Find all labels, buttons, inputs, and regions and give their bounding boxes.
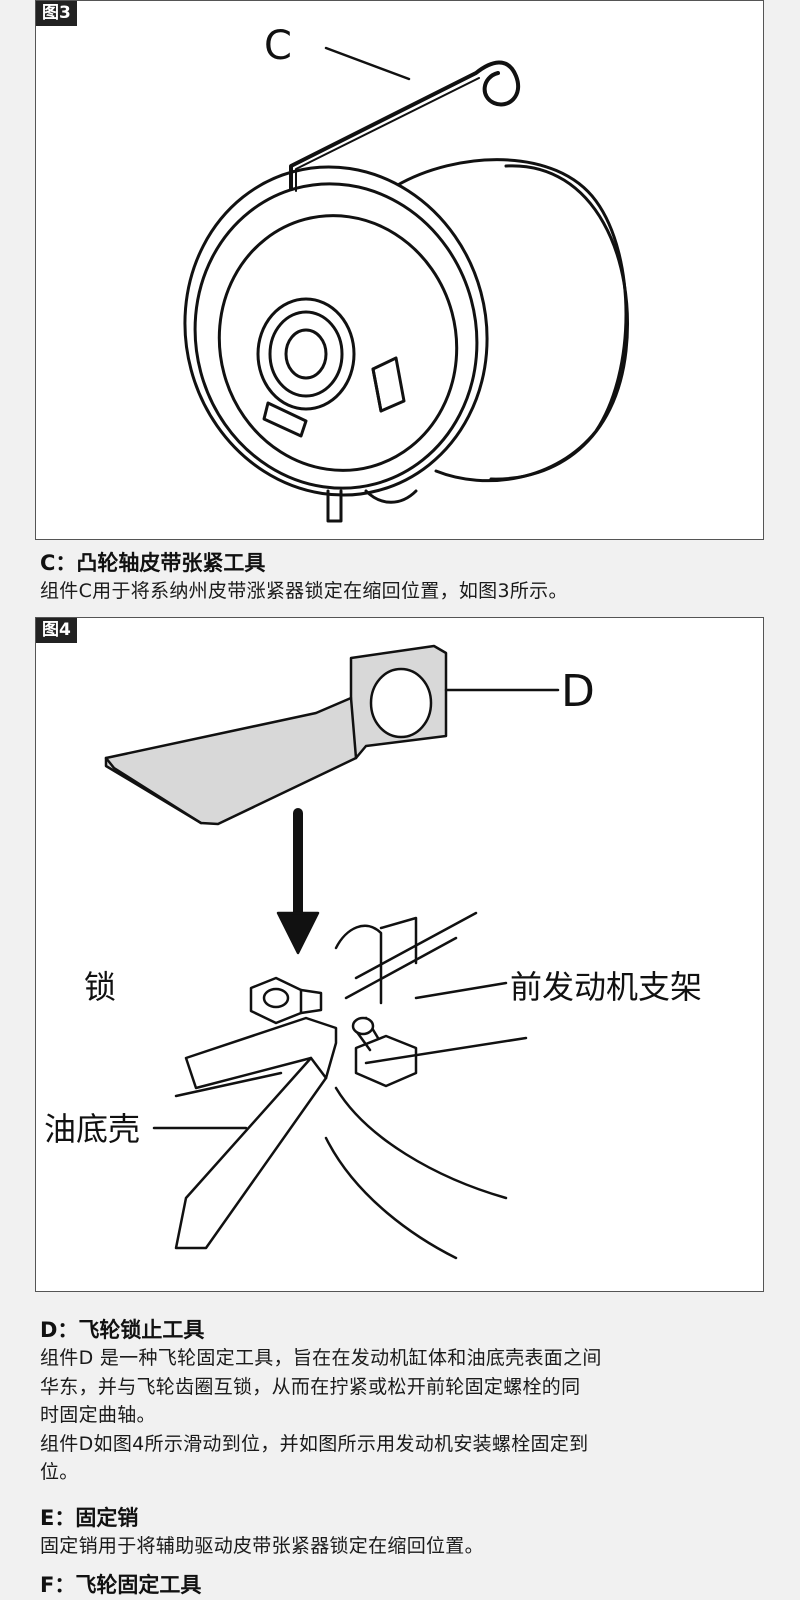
label-d: D [561, 666, 595, 717]
section-c-text: 组件C用于将系纳州皮带涨紧器锁定在缩回位置，如图3所示。 [40, 580, 568, 602]
section-c-heading: C：凸轮轴皮带张紧工具 [40, 551, 266, 575]
figure-3-tag: 图3 [36, 1, 77, 26]
section-d-line-5: 位。 [40, 1461, 79, 1483]
figure-3: 图3 C [35, 0, 764, 540]
section-c: C：凸轮轴皮带张紧工具 组件C用于将系纳州皮带涨紧器锁定在缩回位置，如图3所示。 [40, 549, 770, 606]
label-c: C [264, 23, 292, 69]
section-f-heading: F：飞轮固定工具 [40, 1573, 202, 1597]
section-d: D：飞轮锁止工具 组件D 是一种飞轮固定工具，旨在在发动机缸体和油底壳表面之间 … [40, 1316, 770, 1487]
section-e-heading: E：固定销 [40, 1506, 139, 1530]
label-oil-pan: 油底壳 [44, 1110, 140, 1148]
label-lock: 锁 [84, 968, 116, 1006]
section-d-line-4: 组件D如图4所示滑动到位，并如图所示用发动机安装螺栓固定到 [40, 1432, 589, 1455]
section-d-heading: D：飞轮锁止工具 [40, 1318, 205, 1342]
figure-4: 图4 [35, 617, 764, 1292]
tensioner-tool-illustration: C [183, 23, 629, 523]
section-f: F：飞轮固定工具 [40, 1571, 770, 1599]
flywheel-locking-tool-illustration: D 锁 前发动机支架 油底壳 [44, 644, 702, 1260]
section-e-text: 固定销用于将辅助驱动皮带张紧器锁定在缩回位置。 [40, 1535, 484, 1557]
label-front-bracket: 前发动机支架 [510, 968, 702, 1006]
section-d-line-2: 华东，并与飞轮齿圈互锁，从而在拧紧或松开前轮固定螺栓的同 [40, 1375, 581, 1398]
section-d-line-3: 时固定曲轴。 [40, 1404, 156, 1426]
section-d-line-1: 组件D 是一种飞轮固定工具，旨在在发动机缸体和油底壳表面之间 [40, 1347, 602, 1369]
section-e: E：固定销 固定销用于将辅助驱动皮带张紧器锁定在缩回位置。 [40, 1504, 770, 1561]
figure-4-tag: 图4 [36, 618, 77, 643]
